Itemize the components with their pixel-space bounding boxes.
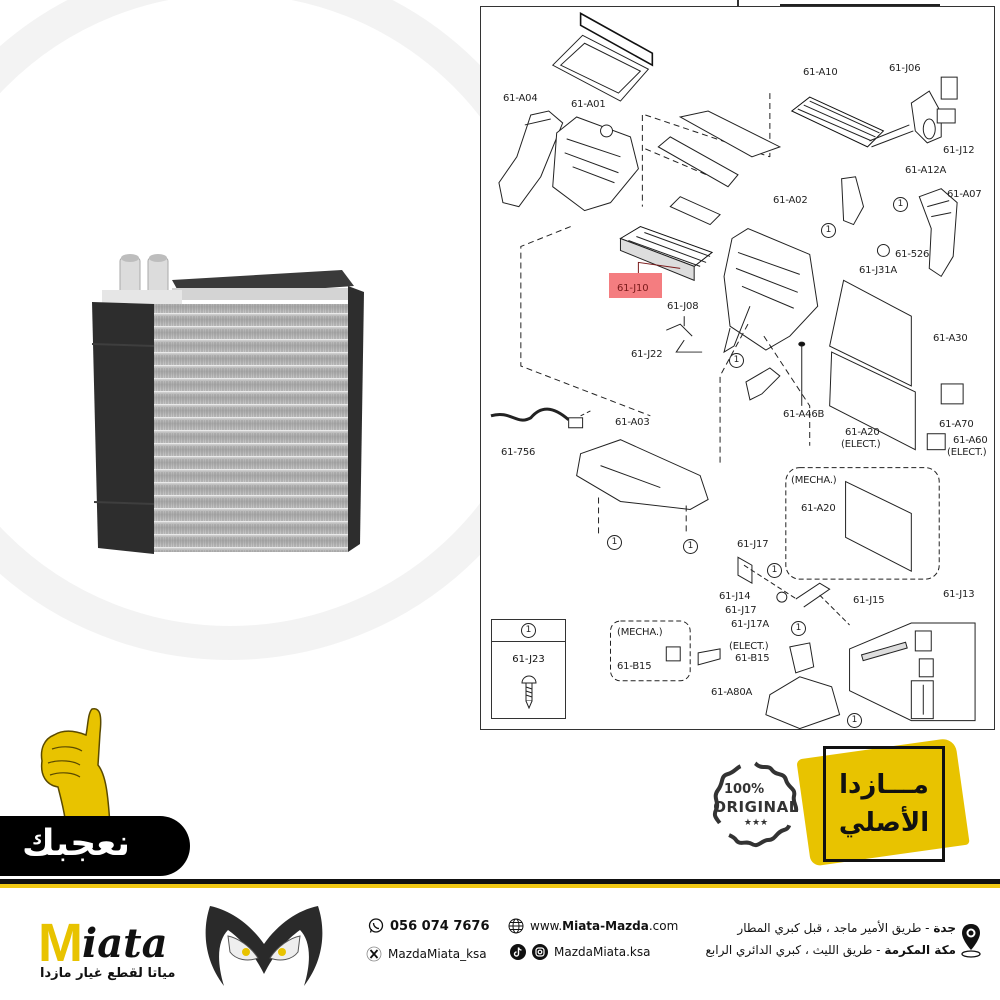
phone-number: 056 074 7676 [390,918,490,934]
owl-logo-icon [205,906,323,986]
label-61-J17: 61-J17 [725,605,757,616]
diagram-top-tick [737,0,739,6]
label-61-A07: 61-A07 [947,189,982,200]
legend-header: 1 [492,620,565,642]
label-61-J15: 61-J15 [853,595,885,606]
phone-contact[interactable]: 056 074 7676 [368,918,490,934]
mazda-badge-line1: مـــازدا [839,770,929,800]
callout-marker: 1 [729,353,744,368]
label-61-J17-top: 61-J17 [737,539,769,550]
label-61-J06: 61-J06 [889,63,921,74]
logo-tagline: مياتا لقطع غيار مازدا [40,966,176,981]
product-photo-evaporator [91,248,364,558]
label-61-J13: 61-J13 [943,589,975,600]
label-elect-a20: (ELECT.) [841,439,881,450]
address-city: جدة [933,921,956,935]
label-61-J14: 61-J14 [719,591,751,602]
footer-divider-black [0,879,1000,884]
address-makkah: مكة المكرمة - طريق الليث ، كبري الدائري … [706,943,956,957]
legend-box: 1 61-J23 [491,619,566,719]
label-61-A02: 61-A02 [773,195,808,206]
callout-marker: 1 [893,197,908,212]
website-domain: Miata-Mazda [562,919,649,933]
label-61-A01: 61-A01 [571,99,606,110]
instagram-icon [532,944,548,960]
mazda-badge-frame [823,746,945,862]
tiktok-icon [510,944,526,960]
label-mecha-b15: (MECHA.) [617,627,663,638]
website-prefix: www. [530,919,563,933]
website-suffix: .com [648,919,679,933]
label-61-A03: 61-A03 [615,417,650,428]
label-61-526: 61-526 [895,249,930,260]
social-accounts-link[interactable]: MazdaMiata.ksa [510,944,650,960]
label-61-A10: 61-A10 [803,67,838,78]
label-61-A80A: 61-A80A [711,687,753,698]
label-61-A46B: 61-A46B [783,409,825,420]
x-twitter-icon [366,946,382,962]
label-61-A20-elect: 61-A20 [845,427,880,438]
address-city: مكة المكرمة [884,943,956,957]
label-61-756: 61-756 [501,447,536,458]
callout-marker: 1 [683,539,698,554]
label-61-B15-mecha: 61-B15 [617,661,652,672]
mazda-badge-line2: الأصلي [838,808,930,838]
seal-original-text: ORIGINAL [713,798,799,816]
x-account-link[interactable]: MazdaMiata_ksa [366,946,487,962]
label-61-A30: 61-A30 [933,333,968,344]
label-61-A60: 61-A60 [953,435,988,446]
whatsapp-icon [368,918,384,933]
label-61-J17A: 61-J17A [731,619,770,630]
address-detail: - طريق الأمير ماجد ، قبل كبري المطار [737,921,934,935]
legend-marker: 1 [521,623,536,638]
screw-icon [521,675,537,709]
address-jeddah: جدة - طريق الأمير ماجد ، قبل كبري المطار [737,921,956,935]
globe-icon [508,918,524,934]
parts-diagram: 61-A04 61-A01 61-A10 61-J06 61-J12 61-A1… [480,6,995,730]
label-mecha-a20: (MECHA.) [791,475,837,486]
label-61-B15-elect: 61-B15 [735,653,770,664]
like-badge [0,816,190,876]
label-elect-a60: (ELECT.) [947,447,987,458]
social-handle: MazdaMiata.ksa [554,945,651,959]
legend-part-number: 61-J23 [512,654,545,665]
label-61-J22: 61-J22 [631,349,663,360]
label-61-J12: 61-J12 [943,145,975,156]
logo-wordmark: iata [82,920,168,967]
original-seal-icon [706,760,806,850]
label-61-J10-highlighted[interactable]: 61-J10 [609,273,663,298]
label-61-A04: 61-A04 [503,93,538,104]
location-pin-icon [961,924,981,958]
callout-marker: 1 [847,713,862,728]
callout-marker: 1 [821,223,836,238]
footer-divider-yellow [0,884,1000,888]
like-text: نعجبك [22,823,130,864]
label-61-J08: 61-J08 [667,301,699,312]
label-61-J31A: 61-J31A [859,265,898,276]
label-elect-b15: (ELECT.) [729,641,769,652]
label-61-A70: 61-A70 [939,419,974,430]
address-detail: - طريق الليث ، كبري الدائري الرابع [705,943,885,957]
thumbs-up-icon [40,707,111,825]
callout-marker: 1 [767,563,782,578]
seal-stars: ★★★ [743,818,769,828]
label-61-A20-mecha: 61-A20 [801,503,836,514]
callout-marker: 1 [791,621,806,636]
logo-initial: M [38,913,83,973]
x-handle: MazdaMiata_ksa [388,947,487,961]
label-61-A12A: 61-A12A [905,165,947,176]
seal-percent: 100% [724,782,765,797]
website-link[interactable]: www.Miata-Mazda.com [508,918,678,934]
callout-marker: 1 [607,535,622,550]
diagram-top-line [780,4,940,6]
